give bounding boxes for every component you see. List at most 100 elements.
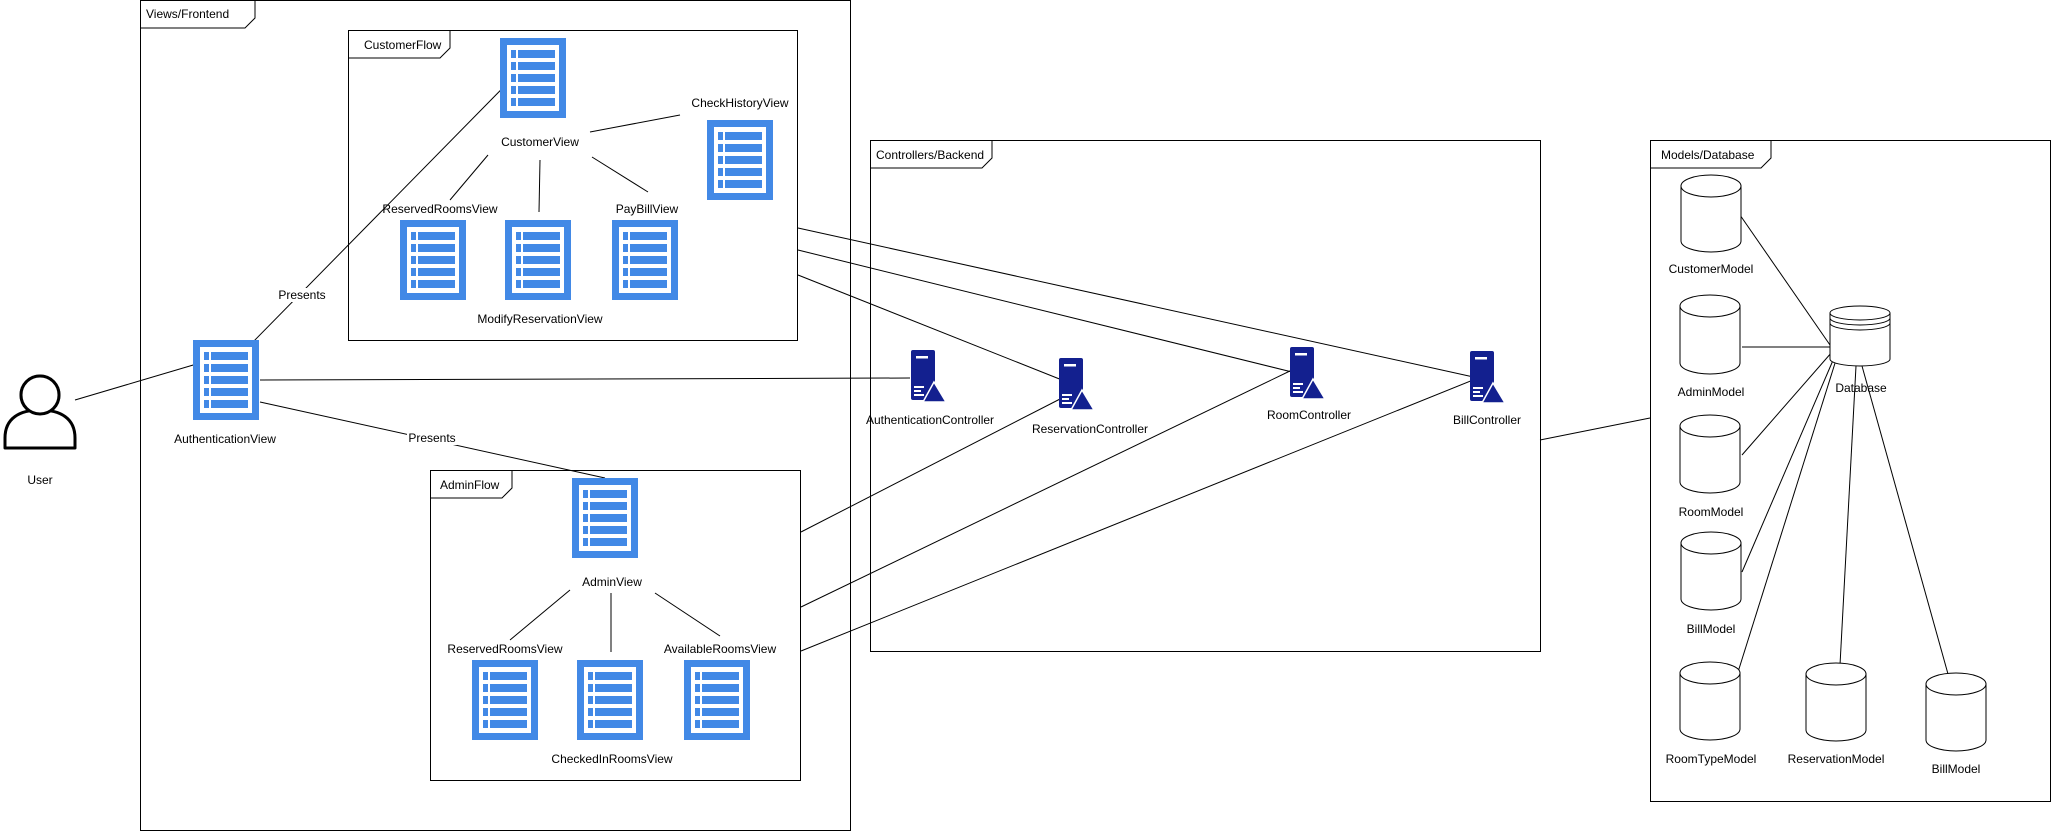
server-icon <box>1058 358 1095 410</box>
list-view-icon <box>612 220 678 300</box>
checked-in-rooms-view[interactable]: CheckedInRoomsView <box>551 660 673 766</box>
list-view-icon <box>572 478 638 558</box>
cylinder-icon <box>1679 673 1741 741</box>
check-history-view-label: CheckHistoryView <box>691 96 788 110</box>
database-icon <box>1829 305 1891 367</box>
room-type-model-label: RoomTypeModel <box>1666 752 1757 766</box>
cylinder-icon <box>1679 426 1741 494</box>
controllers-backend-frame: Controllers/Backend <box>870 140 1541 652</box>
cylinder-icon <box>1679 306 1741 375</box>
bill-model-2-label: BillModel <box>1932 762 1981 776</box>
edge-customer-reserved <box>449 154 489 201</box>
reservation-controller-label: ReservationController <box>1032 422 1148 436</box>
check-history-view[interactable]: CheckHistoryView <box>691 96 789 200</box>
reservation-model[interactable]: ReservationModel <box>1788 662 1885 766</box>
authentication-controller-label: AuthenticationController <box>866 413 994 427</box>
list-view-icon <box>684 660 750 740</box>
admin-reserved-rooms-view-label: ReservedRoomsView <box>447 642 562 656</box>
database[interactable]: Database <box>1829 305 1891 395</box>
reservation-controller[interactable]: ReservationController <box>1032 358 1148 436</box>
edge-reservationmodel-db <box>1839 365 1857 666</box>
admin-reserved-rooms-view[interactable]: ReservedRoomsView <box>447 642 563 740</box>
presents-label-customer: Presents <box>277 288 327 302</box>
room-controller-label: RoomController <box>1267 408 1351 422</box>
user-label: User <box>27 473 52 487</box>
edge-customer-modify <box>538 159 541 213</box>
list-view-icon <box>577 660 643 740</box>
customer-reserved-rooms-view[interactable]: ReservedRoomsView <box>382 202 498 300</box>
customer-reserved-rooms-view-label: ReservedRoomsView <box>382 202 497 216</box>
cylinder-icon <box>1680 186 1742 253</box>
views-frame-title: Views/Frontend <box>146 7 229 21</box>
authentication-view-label: AuthenticationView <box>174 432 276 446</box>
bill-controller-label: BillController <box>1453 413 1521 427</box>
edge-billmodel-db <box>1741 357 1835 573</box>
bill-model-label: BillModel <box>1687 622 1736 636</box>
edge-backend-models <box>1539 417 1651 441</box>
edge-adminflow-roomcontroller <box>800 369 1293 608</box>
customer-flow-title: CustomerFlow <box>364 38 442 52</box>
edge-customer-checkhistory <box>589 114 681 133</box>
room-type-model[interactable]: RoomTypeModel <box>1666 661 1757 766</box>
list-view-icon <box>505 220 571 300</box>
list-view-icon <box>400 220 466 300</box>
authentication-view[interactable]: AuthenticationView <box>174 340 276 446</box>
edge-roommodel-db <box>1741 351 1833 456</box>
edge-authview-authcontroller <box>259 377 911 381</box>
available-rooms-view[interactable]: AvailableRoomsView <box>664 642 777 740</box>
edge-user-authview <box>74 362 201 401</box>
authentication-controller[interactable]: AuthenticationController <box>866 350 994 427</box>
pay-bill-view-label: PayBillView <box>616 202 679 216</box>
checked-in-rooms-view-label: CheckedInRoomsView <box>551 752 673 766</box>
controllers-frame-title: Controllers/Backend <box>876 148 984 162</box>
edge-admin-reserved <box>509 589 571 641</box>
server-icon <box>1289 347 1326 399</box>
edge-customermodel-db <box>1739 214 1831 346</box>
edge-adminflow-billcontroller <box>800 377 1479 652</box>
edge-roomtypemodel-db <box>1737 359 1837 673</box>
bill-controller[interactable]: BillController <box>1453 351 1521 427</box>
admin-flow-frame: AdminFlow <box>430 470 801 781</box>
bill-model[interactable]: BillModel <box>1680 531 1742 636</box>
cylinder-icon <box>1925 684 1987 752</box>
edge-admin-available <box>654 592 721 637</box>
admin-model-label: AdminModel <box>1678 385 1745 399</box>
available-rooms-view-label: AvailableRoomsView <box>664 642 777 656</box>
customer-model[interactable]: CustomerModel <box>1669 174 1754 276</box>
bill-model-2[interactable]: BillModel <box>1925 672 1987 776</box>
reservation-model-label: ReservationModel <box>1788 752 1885 766</box>
pay-bill-view[interactable]: PayBillView <box>612 202 679 300</box>
edge-billmodel2-db <box>1861 365 1949 675</box>
room-model[interactable]: RoomModel <box>1679 414 1744 519</box>
cylinder-icon <box>1680 543 1742 611</box>
list-view-icon <box>472 660 538 740</box>
edge-customerflow-reservationcontroller <box>797 274 1063 381</box>
customer-flow-frame: CustomerFlow <box>348 30 798 341</box>
admin-view[interactable]: AdminView <box>572 478 642 589</box>
svg-text:Presents: Presents <box>408 431 455 445</box>
edge-customer-paybill <box>591 156 649 193</box>
edge-customerflow-roomcontroller <box>797 249 1293 373</box>
models-frame-title: Models/Database <box>1661 148 1755 162</box>
svg-text:Presents: Presents <box>278 288 325 302</box>
presents-label-admin: Presents <box>407 431 457 445</box>
edge-adminflow-reservationcontroller <box>800 397 1063 533</box>
server-icon <box>1469 351 1506 403</box>
admin-model[interactable]: AdminModel <box>1678 294 1745 399</box>
modify-reservation-view-label: ModifyReservationView <box>477 312 603 326</box>
connector-lines <box>74 44 1949 675</box>
list-view-icon <box>500 38 566 118</box>
user-actor[interactable]: User <box>3 374 77 487</box>
server-icon <box>910 350 947 402</box>
modify-reservation-view[interactable]: ModifyReservationView <box>477 220 603 326</box>
admin-view-label: AdminView <box>582 575 642 589</box>
customer-view[interactable]: CustomerView <box>500 38 579 149</box>
user-icon <box>3 374 77 450</box>
list-view-icon <box>193 340 259 420</box>
room-controller[interactable]: RoomController <box>1267 347 1351 422</box>
customer-model-label: CustomerModel <box>1669 262 1754 276</box>
database-label: Database <box>1835 381 1887 395</box>
customer-view-label: CustomerView <box>501 135 579 149</box>
cylinder-icon <box>1805 674 1867 742</box>
